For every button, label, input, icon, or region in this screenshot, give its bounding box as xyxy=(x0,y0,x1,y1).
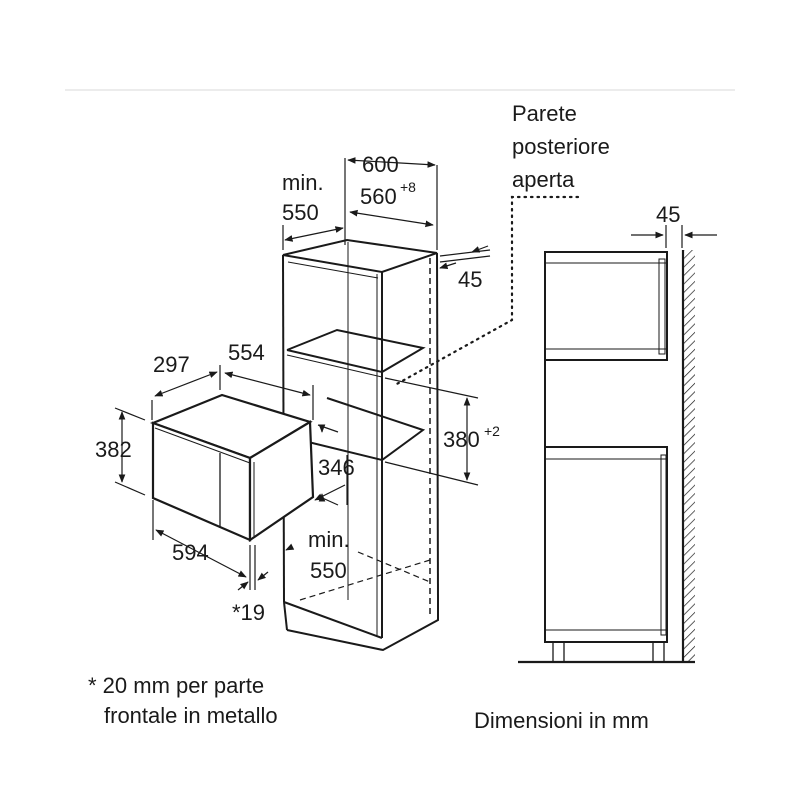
side-view-wall xyxy=(681,250,695,662)
dim-45-iso: 45 xyxy=(458,267,482,292)
microwave-iso xyxy=(149,393,315,543)
side-view-cabinet xyxy=(518,251,695,664)
dim-45-side: 45 xyxy=(656,202,680,227)
tall-cabinet-iso xyxy=(282,238,439,652)
dim-382: 382 xyxy=(95,437,132,462)
dim-min-top: min. xyxy=(282,170,324,195)
dim-380-tolerance: +2 xyxy=(484,423,500,439)
dim-550-top: 550 xyxy=(282,200,319,225)
dim-600: 600 xyxy=(362,152,399,177)
dim-380: 380 xyxy=(443,427,480,452)
dim-346: 346 xyxy=(318,455,355,480)
dim-560: 560 xyxy=(360,184,397,209)
footnote-line-2: frontale in metallo xyxy=(104,703,278,728)
dim-560-tolerance: +8 xyxy=(400,179,416,195)
dim-min-bottom: min. xyxy=(308,527,350,552)
dim-594: 594 xyxy=(172,540,209,565)
dim-550-bottom: 550 xyxy=(310,558,347,583)
units-caption: Dimensioni in mm xyxy=(474,708,649,733)
dim-554: 554 xyxy=(228,340,265,365)
rear-wall-pointer xyxy=(393,195,580,387)
side-view-dimension xyxy=(631,225,717,248)
rear-wall-label-2: posteriore xyxy=(512,134,610,159)
dim-297: 297 xyxy=(153,352,190,377)
footnote-line-1: * 20 mm per parte xyxy=(88,673,264,698)
rear-wall-label-1: Parete xyxy=(512,101,577,126)
dimension-lines xyxy=(114,157,491,591)
rear-wall-label-3: aperta xyxy=(512,167,575,192)
dim-19: *19 xyxy=(232,600,265,625)
